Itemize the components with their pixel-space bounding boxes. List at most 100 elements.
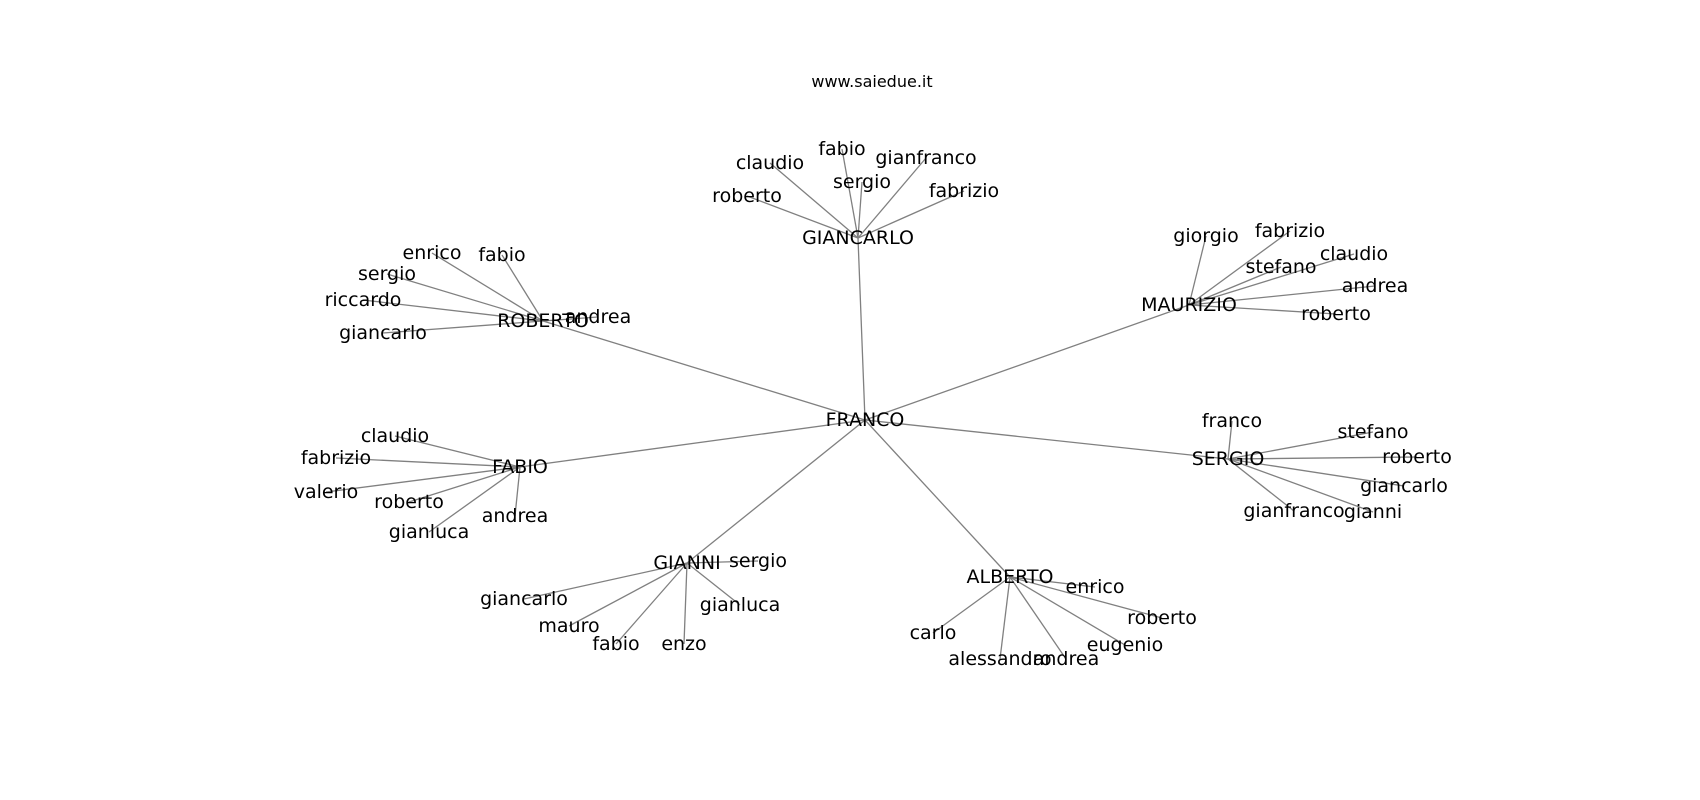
hub-leaf-edge	[1227, 458, 1295, 512]
root-hub-edge	[864, 419, 1229, 460]
leaf-node-label: andrea	[565, 306, 631, 328]
leaf-node-label: gianluca	[700, 594, 780, 616]
leaf-node-label: eugenio	[1087, 634, 1163, 656]
site-title: www.saiedue.it	[811, 72, 933, 91]
leaf-node-label: fabio	[818, 138, 865, 160]
hub-leaf-edge	[386, 273, 544, 322]
hub-leaf-edge	[501, 254, 544, 322]
hub-leaf-edge	[1227, 458, 1405, 487]
hub-leaf-edge	[1188, 253, 1355, 306]
leaf-node-label: gianni	[1344, 501, 1402, 523]
hub-leaf-edge	[841, 148, 859, 239]
hub-node-label: ROBERTO	[497, 310, 589, 332]
leaf-node-label: andrea	[1342, 275, 1408, 297]
hub-node-label: SERGIO	[1192, 448, 1265, 470]
graph-edges	[325, 148, 1418, 660]
leaf-node-label: fabrizio	[301, 447, 371, 469]
leaf-node-label: enrico	[1066, 576, 1125, 598]
hub-node-label: ALBERTO	[966, 566, 1053, 588]
hub-leaf-edge	[362, 299, 544, 322]
root-hub-edge	[542, 320, 866, 421]
hub-leaf-edge	[769, 162, 859, 239]
leaf-node-label: franco	[1202, 410, 1262, 432]
root-node-label: FRANCO	[826, 409, 905, 431]
leaf-node-label: roberto	[374, 491, 444, 513]
leaf-node-label: giancarlo	[1360, 475, 1448, 497]
leaf-node-label: claudio	[361, 425, 429, 447]
leaf-node-label: stefano	[1245, 256, 1316, 278]
leaf-node-label: mauro	[538, 615, 599, 637]
root-hub-edge	[857, 237, 866, 421]
leaf-node-label: andrea	[1033, 648, 1099, 670]
hub-leaf-edge	[683, 562, 688, 645]
hub-leaf-edge	[568, 562, 688, 627]
leaf-node-label: giorgio	[1173, 225, 1238, 247]
leaf-node-label: valerio	[294, 481, 359, 503]
hub-leaf-edge	[857, 190, 965, 239]
leaf-node-label: gianfranco	[1243, 500, 1344, 522]
hub-leaf-edge	[999, 576, 1011, 660]
leaf-node-label: carlo	[910, 622, 957, 644]
hub-leaf-edge	[1188, 304, 1337, 315]
hub-leaf-edge	[1188, 266, 1282, 306]
hub-node-label: FABIO	[492, 456, 548, 478]
hub-leaf-edge	[1227, 458, 1374, 513]
hub-leaf-edge	[746, 195, 859, 239]
hub-leaf-edge	[431, 252, 544, 322]
hub-leaf-edge	[857, 181, 863, 239]
leaf-node-label: roberto	[1127, 607, 1197, 629]
hub-leaf-edge	[857, 157, 927, 239]
hub-leaf-edge	[1009, 576, 1096, 588]
root-hub-edge	[686, 419, 866, 564]
leaf-node-label: sergio	[833, 171, 891, 193]
leaf-node-label: gianfranco	[875, 147, 976, 169]
hub-leaf-edge	[1009, 576, 1163, 619]
hub-leaf-edge	[1188, 230, 1291, 306]
leaf-node-label: gianluca	[389, 521, 469, 543]
hub-leaf-edge	[1009, 576, 1067, 660]
root-hub-edge	[864, 419, 1011, 578]
leaf-node-label: enzo	[661, 633, 706, 655]
hub-leaf-edge	[1227, 420, 1233, 460]
leaf-node-label: alessandro	[948, 648, 1051, 670]
hub-leaf-edge	[615, 562, 688, 645]
leaf-node-label: fabio	[478, 244, 525, 266]
hub-leaf-edge	[1227, 456, 1418, 460]
leaf-node-label: roberto	[712, 185, 782, 207]
hub-node-label: GIANNI	[653, 552, 720, 574]
leaf-node-label: sergio	[729, 550, 787, 572]
hub-leaf-edge	[408, 466, 521, 503]
hub-leaf-edge	[1188, 285, 1376, 306]
leaf-node-label: andrea	[482, 505, 548, 527]
leaf-node-label: sergio	[358, 263, 416, 285]
hub-node-label: GIANCARLO	[802, 227, 914, 249]
hub-leaf-edge	[686, 560, 759, 564]
hub-leaf-edge	[1188, 235, 1207, 306]
hub-leaf-edge	[428, 466, 521, 533]
hub-leaf-edge	[523, 562, 688, 600]
leaf-node-label: fabrizio	[929, 180, 999, 202]
leaf-node-label: roberto	[1301, 303, 1371, 325]
hub-leaf-edge	[335, 457, 521, 468]
hub-leaf-edge	[542, 316, 599, 322]
leaf-node-label: claudio	[1320, 243, 1388, 265]
leaf-node-label: fabio	[592, 633, 639, 655]
hub-leaf-edge	[325, 466, 521, 493]
hub-leaf-edge	[1009, 576, 1126, 646]
hub-leaf-edge	[1227, 431, 1374, 460]
hub-leaf-edge	[382, 320, 544, 334]
hub-leaf-edge	[514, 466, 521, 517]
leaf-node-label: giancarlo	[480, 588, 568, 610]
leaf-node-label: enrico	[403, 242, 462, 264]
leaf-node-label: riccardo	[325, 289, 402, 311]
hub-leaf-edge	[686, 562, 741, 606]
leaf-node-label: claudio	[736, 152, 804, 174]
leaf-node-label: roberto	[1382, 446, 1452, 468]
hub-node-label: MAURIZIO	[1141, 294, 1237, 316]
hub-leaf-edge	[394, 435, 521, 468]
root-hub-edge	[864, 304, 1190, 421]
hub-leaf-edge	[932, 576, 1011, 634]
leaf-node-label: stefano	[1337, 421, 1408, 443]
